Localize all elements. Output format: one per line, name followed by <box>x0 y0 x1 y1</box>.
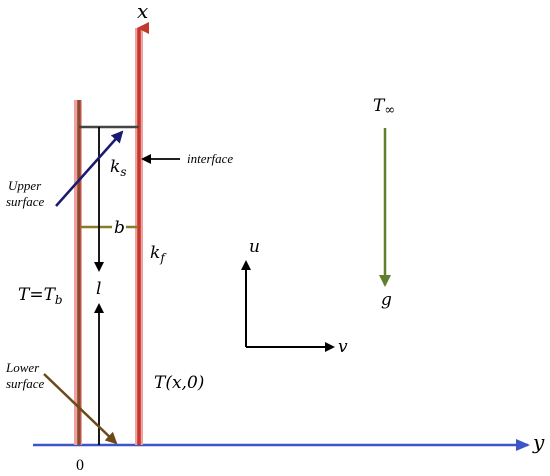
t-equals-tb-label: T=Tb <box>18 285 63 307</box>
upper-surface-arrow <box>55 130 124 207</box>
lower-surface-label-2: surface <box>6 376 45 391</box>
kf-label: kf <box>150 243 167 265</box>
origin-label: 0 <box>76 457 84 474</box>
u-label: u <box>249 237 260 257</box>
v-label: v <box>338 337 348 357</box>
g-label: g <box>381 290 392 310</box>
y-axis-label: y <box>532 430 545 454</box>
b-label: b <box>114 218 125 238</box>
lower-surface-arrow <box>43 373 118 445</box>
interface-label: interface <box>187 151 233 166</box>
t-x0-label: T(x,0) <box>154 373 204 393</box>
x-axis-label: x <box>137 0 148 23</box>
t-infinity-label: T∞ <box>373 96 395 118</box>
l-label: l <box>96 279 101 299</box>
upper-surface-label-2: surface <box>6 194 45 209</box>
ks-label: ks <box>110 157 126 179</box>
lower-surface-label-1: Lower <box>5 360 40 375</box>
upper-surface-label-1: Upper <box>8 178 42 193</box>
